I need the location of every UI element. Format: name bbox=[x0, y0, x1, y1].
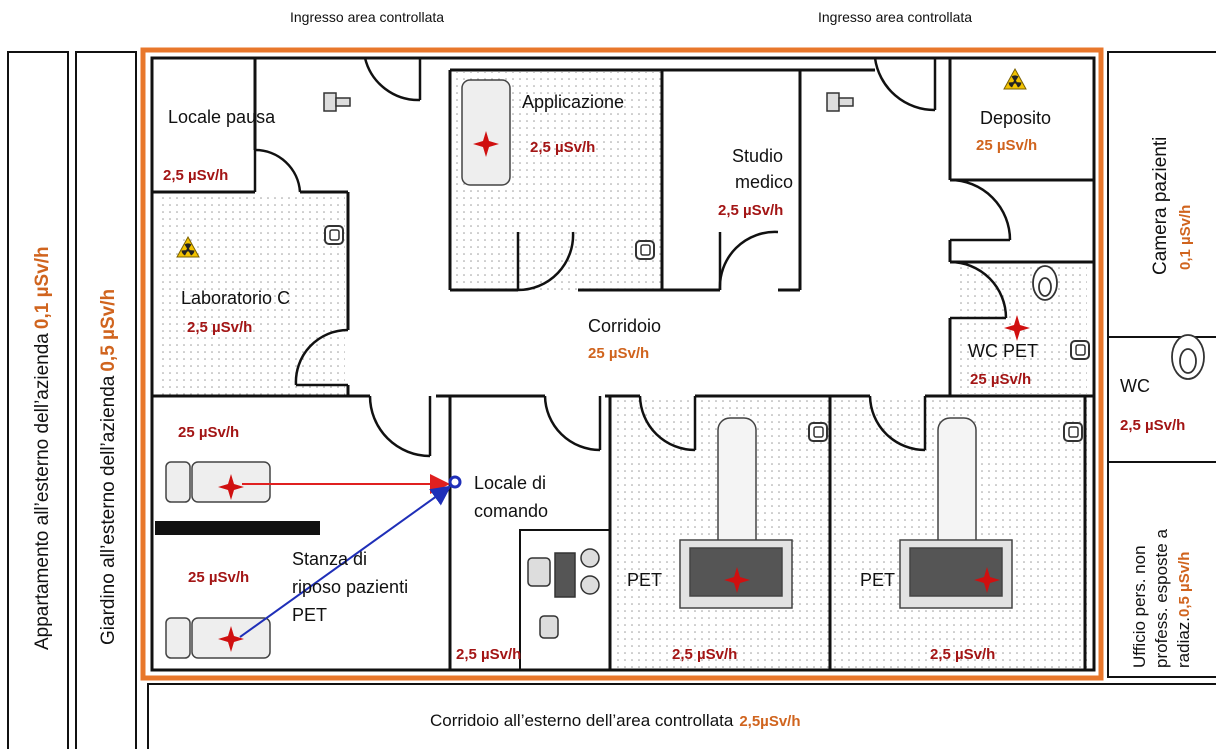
doctor-dose: 2,5 µSv/h bbox=[718, 202, 783, 219]
office-label: Ufficio pers. non profess. esposte a rad… bbox=[1130, 529, 1193, 668]
office-line3-text: radiaz. bbox=[1174, 617, 1193, 668]
measurement-point-icon bbox=[448, 475, 462, 489]
sink-icon bbox=[1070, 340, 1090, 360]
patient-room-label: Camera pazienti bbox=[1150, 137, 1171, 275]
wc-pet-label: WC PET bbox=[968, 341, 1038, 361]
radiation-warning-icon bbox=[1003, 68, 1027, 90]
entrance-label-left: Ingresso area controllata bbox=[290, 9, 444, 25]
outer-walls bbox=[7, 51, 1216, 749]
wc-outside-dose: 2,5 µSv/h bbox=[1120, 417, 1185, 434]
break-room-dose: 2,5 µSv/h bbox=[163, 167, 228, 184]
pet2-dose: 2,5 µSv/h bbox=[930, 646, 995, 663]
wc-pet-dose: 25 µSv/h bbox=[970, 371, 1031, 388]
patient-room-dose: 0,1 µSv/h bbox=[1177, 205, 1194, 270]
sink-icon bbox=[324, 225, 344, 245]
chair-icon bbox=[826, 92, 854, 112]
garden-name: Giardino all’esterno dell’azienda bbox=[98, 375, 119, 645]
rest-room-dose-mid: 25 µSv/h bbox=[188, 569, 249, 586]
pet1-dose: 2,5 µSv/h bbox=[672, 646, 737, 663]
office-line2: profess. esposte a bbox=[1152, 529, 1171, 668]
office-line1: Ufficio pers. non bbox=[1130, 545, 1149, 668]
garden-label: Giardino all’esterno dell’azienda 0,5 µSv… bbox=[98, 289, 119, 645]
doctor-label-line2: medico bbox=[735, 172, 793, 192]
apartment-dose: 0,1 µSv/h bbox=[32, 246, 53, 329]
apartment-label: Appartamento all’esterno dell’azienda 0,1… bbox=[32, 246, 53, 650]
application-label: Applicazione bbox=[522, 92, 624, 112]
rest-room-label-line1: Stanza di bbox=[292, 549, 367, 569]
doors bbox=[253, 57, 1012, 458]
doctor-label-line1: Studio bbox=[732, 146, 783, 166]
workstation-icon bbox=[527, 548, 600, 639]
pet2-label: PET bbox=[860, 570, 895, 590]
chair-icon bbox=[323, 92, 351, 112]
rest-room-label-line2: riposo pazienti bbox=[292, 577, 408, 597]
interior-walls bbox=[150, 56, 1096, 672]
control-label-line2: comando bbox=[474, 501, 548, 521]
garden-dose: 0,5 µSv/h bbox=[98, 289, 119, 372]
lab-dose: 2,5 µSv/h bbox=[187, 319, 252, 336]
application-dose: 2,5 µSv/h bbox=[530, 139, 595, 156]
corridor-label: Corridoio bbox=[588, 316, 661, 336]
apartment-name: Appartamento all’esterno dell’azienda bbox=[32, 333, 53, 650]
corridor-dose: 25 µSv/h bbox=[588, 345, 649, 362]
rest-room-dose-top: 25 µSv/h bbox=[178, 424, 239, 441]
toilet-icon bbox=[1032, 265, 1205, 380]
sink-icon bbox=[808, 422, 828, 442]
rest-room-label-line3: PET bbox=[292, 605, 327, 625]
sink-icon bbox=[1063, 422, 1083, 442]
office-line3: radiaz.0,5 µSv/h bbox=[1174, 552, 1193, 668]
break-room-label: Locale pausa bbox=[168, 107, 276, 127]
outer-corridor-label: Corridoio all’esterno dell’area controll… bbox=[430, 711, 801, 730]
office-dose: 0,5 µSv/h bbox=[1176, 552, 1193, 617]
blue-arrow bbox=[239, 485, 452, 638]
controlled-area-boundary bbox=[140, 47, 1104, 681]
entrance-label-right: Ingresso area controllata bbox=[818, 9, 972, 25]
pet1-label: PET bbox=[627, 570, 662, 590]
sink-icon bbox=[635, 240, 655, 260]
wc-outside-label: WC bbox=[1120, 376, 1150, 396]
lab-label: Laboratorio C bbox=[181, 288, 290, 308]
control-dose: 2,5 µSv/h bbox=[456, 646, 521, 663]
outer-corridor-dose: 2,5µSv/h bbox=[739, 713, 800, 730]
storage-dose: 25 µSv/h bbox=[976, 137, 1037, 154]
control-label-line1: Locale di bbox=[474, 473, 546, 493]
outer-corridor-name: Corridoio all’esterno dell’area controll… bbox=[430, 711, 734, 730]
storage-label: Deposito bbox=[980, 108, 1051, 128]
